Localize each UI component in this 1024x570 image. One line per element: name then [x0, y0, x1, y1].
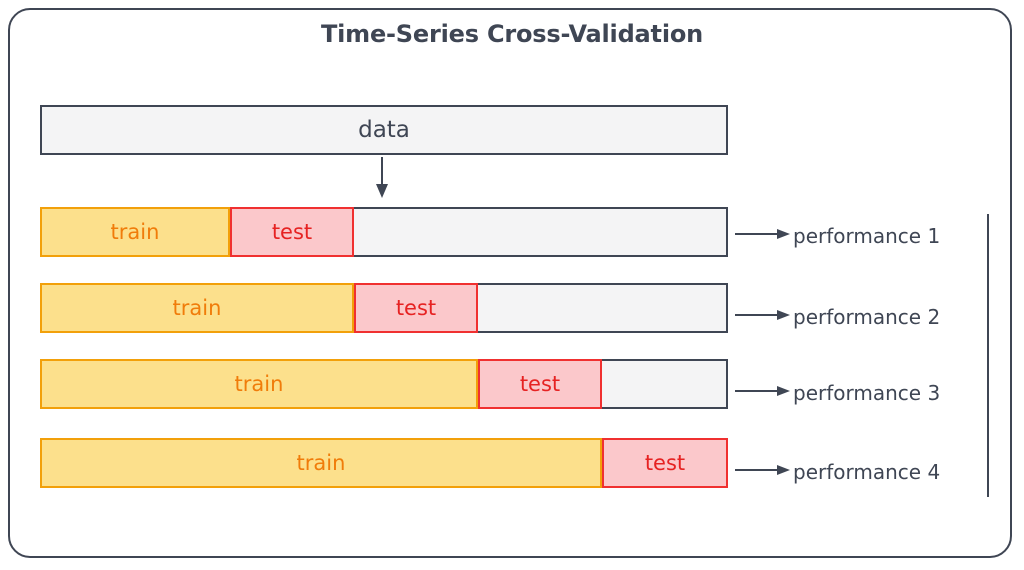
- fold-row: train test: [40, 283, 728, 333]
- fold-test-segment: test: [230, 207, 354, 257]
- test-label: test: [519, 372, 561, 396]
- fold-train-segment: train: [40, 359, 478, 409]
- performance-label: performance 4: [793, 460, 941, 484]
- train-label: train: [172, 296, 222, 320]
- right-arrow-icon: [735, 462, 791, 476]
- test-label: test: [644, 451, 686, 475]
- train-label: train: [296, 451, 346, 475]
- right-arrow-icon: [735, 383, 791, 397]
- test-label: test: [271, 220, 313, 244]
- fold-train-segment: train: [40, 438, 602, 488]
- fold-test-segment: test: [354, 283, 478, 333]
- down-arrow-icon: [368, 157, 396, 199]
- test-label: test: [395, 296, 437, 320]
- data-bar: data: [40, 105, 728, 155]
- fold-train-segment: train: [40, 283, 354, 333]
- fold-test-segment: test: [478, 359, 602, 409]
- train-label: train: [110, 220, 160, 244]
- performance-label: performance 3: [793, 381, 941, 405]
- page-title: Time-Series Cross-Validation: [320, 20, 704, 48]
- right-arrow-icon: [735, 307, 791, 321]
- fold-train-segment: train: [40, 207, 230, 257]
- performance-label: performance 2: [793, 305, 941, 329]
- results-bracket-line: [987, 214, 989, 497]
- fold-row: train test: [40, 359, 728, 409]
- fold-test-segment: test: [602, 438, 728, 488]
- performance-label: performance 1: [793, 224, 941, 248]
- fold-row: train test: [40, 207, 728, 257]
- train-label: train: [234, 372, 284, 396]
- fold-row: train test: [40, 438, 728, 488]
- right-arrow-icon: [735, 226, 791, 240]
- data-bar-label: data: [358, 117, 410, 143]
